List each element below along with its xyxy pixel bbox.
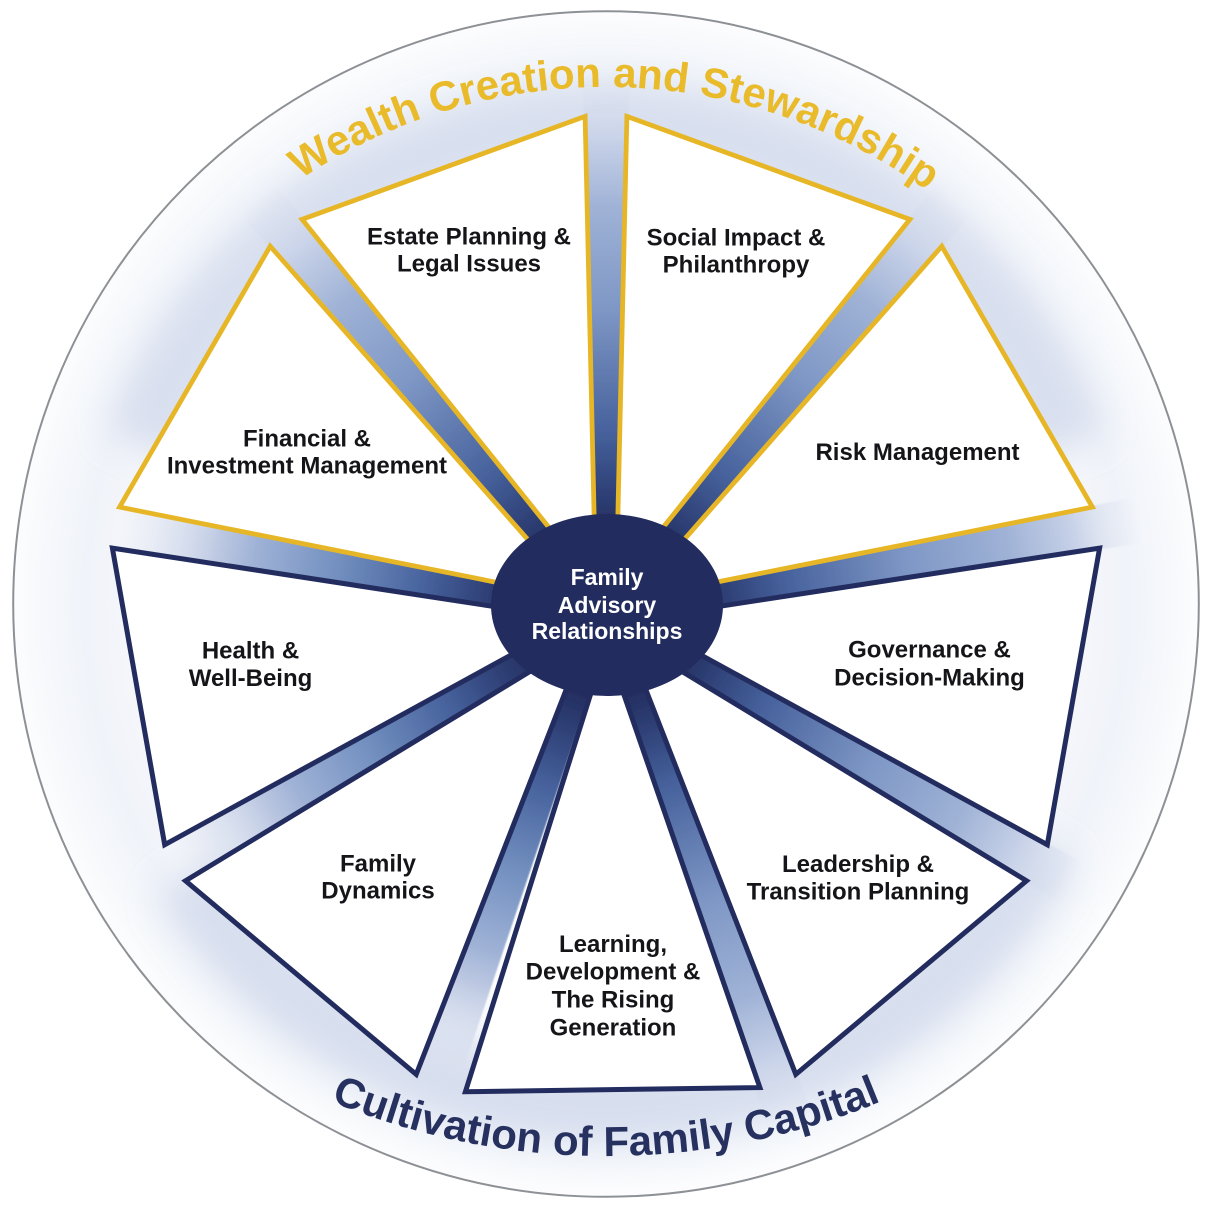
svg-text:Family: Family: [571, 564, 644, 590]
svg-text:Development &: Development &: [526, 959, 701, 986]
svg-text:Legal Issues: Legal Issues: [397, 251, 541, 278]
svg-text:Family: Family: [340, 851, 417, 878]
svg-text:Governance &: Governance &: [848, 636, 1011, 663]
svg-text:Well-Being: Well-Being: [189, 665, 313, 692]
svg-text:Social Impact &: Social Impact &: [647, 225, 826, 252]
svg-text:Health &: Health &: [202, 638, 299, 665]
svg-text:Philanthropy: Philanthropy: [663, 252, 810, 279]
svg-text:Dynamics: Dynamics: [321, 878, 434, 905]
svg-text:Advisory: Advisory: [558, 592, 657, 618]
svg-text:Learning,: Learning,: [559, 931, 667, 958]
svg-text:Estate Planning &: Estate Planning &: [367, 224, 571, 251]
svg-text:Leadership &: Leadership &: [782, 851, 934, 878]
svg-text:Risk Management: Risk Management: [815, 439, 1019, 466]
svg-text:Investment Management: Investment Management: [167, 452, 447, 479]
svg-text:Financial &: Financial &: [243, 425, 371, 452]
svg-text:Transition Planning: Transition Planning: [747, 879, 970, 906]
svg-text:The Rising: The Rising: [552, 987, 675, 1014]
svg-text:Decision-Making: Decision-Making: [834, 664, 1025, 691]
svg-text:Generation: Generation: [550, 1015, 677, 1042]
svg-text:Relationships: Relationships: [532, 618, 683, 644]
